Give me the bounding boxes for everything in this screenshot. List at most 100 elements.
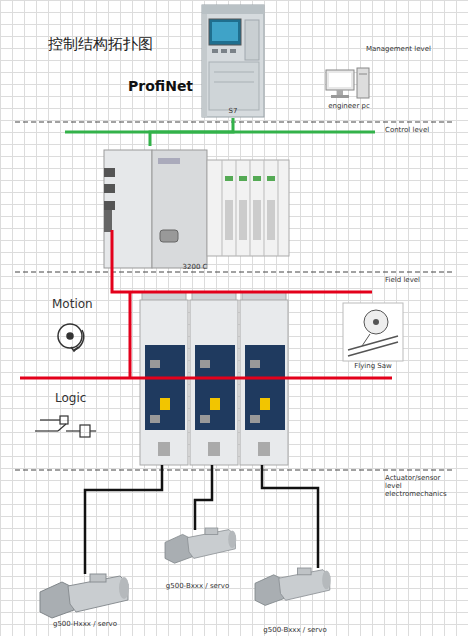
gearmotor-part — [90, 574, 106, 582]
pc-icon-part — [329, 73, 351, 87]
motor-node: g500-Hxxx / servo — [30, 560, 140, 631]
motion-symbol-part — [71, 347, 78, 351]
flying-saw-icon-part — [348, 342, 398, 356]
controller-device-part — [152, 150, 207, 268]
level-name: Management level — [366, 45, 431, 53]
controller-device-part — [104, 184, 115, 193]
controller-device-part — [160, 230, 178, 242]
level-name: Control level — [385, 126, 429, 134]
plc-device-part — [214, 72, 254, 73]
node-label: g500-Bxxx / servo — [263, 627, 326, 635]
plc-device-part — [209, 62, 259, 110]
gearmotor-part — [322, 571, 331, 590]
plc-device-part — [214, 82, 254, 83]
drive-unit-part — [245, 345, 285, 430]
controller-device-part — [104, 210, 112, 232]
plc-device-part — [202, 5, 264, 14]
logic-symbol-part — [35, 430, 58, 431]
fieldbus-line-part — [129, 292, 132, 378]
drive-unit-part — [195, 345, 235, 430]
flying-saw-icon-part — [364, 310, 388, 334]
level-divider-part — [15, 470, 455, 471]
plc-device — [202, 5, 264, 117]
fieldbus-line-part — [112, 230, 372, 292]
motion-symbol-part — [58, 324, 82, 348]
function-name: Logic — [55, 392, 86, 406]
flying-saw-icon-part — [362, 334, 370, 346]
node-label: engineer pc — [328, 103, 370, 111]
logic-symbol-part — [90, 430, 96, 431]
controller-device-part — [236, 160, 237, 256]
controller-device-part — [253, 176, 261, 181]
pc-node: engineer pc — [318, 65, 380, 112]
motion-symbol-part — [67, 333, 73, 339]
logic-symbol-part — [66, 430, 80, 431]
controller-device-part — [267, 200, 275, 240]
node-label: S7 — [229, 108, 238, 116]
node-label: Flying Saw — [354, 363, 392, 371]
function-name: Motion — [52, 298, 93, 312]
controller-device-part — [225, 200, 233, 240]
logic-symbol-part — [40, 419, 60, 420]
node-label: g500-Bxxx / servo — [166, 583, 229, 591]
drive-unit-part — [208, 442, 220, 456]
controller-device-part — [158, 158, 180, 164]
controller-device-part — [239, 200, 247, 240]
gearmotor — [40, 574, 129, 618]
flying-saw-icon-part — [348, 336, 398, 350]
plc-node: S7 — [200, 5, 266, 118]
level-name: Field level — [385, 276, 420, 284]
motor-cable-part — [262, 465, 318, 568]
diagram-title: 控制结构拓扑图 — [48, 36, 153, 53]
gearmotor — [165, 528, 236, 563]
drive-unit-part — [240, 300, 288, 465]
pc-icon — [326, 68, 369, 98]
gearmotor-part — [298, 568, 312, 575]
controller-device-part — [104, 168, 115, 177]
drive-unit-part — [158, 442, 170, 456]
flying-saw-icon-part — [373, 319, 379, 325]
controller-device-part — [250, 160, 251, 256]
plc-device-part — [230, 49, 236, 53]
level-name: Actuator/sensor level electromechanics — [385, 474, 457, 498]
level-divider — [15, 122, 455, 470]
drive-unit-part — [250, 415, 260, 423]
logic-symbol-part — [60, 416, 68, 424]
plc-device-part — [209, 19, 241, 45]
flying-saw-icon-part — [343, 303, 403, 361]
drive-unit-part — [150, 360, 160, 368]
drive-unit-part — [260, 398, 270, 410]
drive-unit-part — [190, 300, 238, 465]
drive-unit-part — [140, 300, 188, 465]
plc-device-part — [221, 49, 227, 53]
motion-symbol — [58, 324, 84, 351]
fieldbus-line-part — [20, 377, 392, 380]
logic-symbol — [35, 416, 96, 437]
pc-icon-part — [331, 95, 349, 98]
logic-symbol-part — [80, 425, 90, 437]
motor-cable-part — [85, 465, 162, 574]
profinet-bus-part — [65, 131, 375, 134]
pc-icon-part — [359, 74, 367, 75]
drive-unit-part — [200, 415, 210, 423]
drive-unit-part — [200, 360, 210, 368]
pc-icon-part — [337, 90, 343, 95]
plc-device-part — [212, 22, 238, 41]
controller-node: 3200 C — [100, 146, 290, 274]
flying-saw-icon — [343, 303, 403, 361]
controller-device-part — [264, 160, 265, 256]
drive-unit-part — [210, 398, 220, 410]
motion-symbol-part — [74, 330, 84, 350]
motor-cable-part — [195, 465, 212, 530]
pc-icon-part — [357, 68, 369, 98]
pc-icon-part — [326, 70, 354, 90]
logic-symbol-part — [58, 424, 66, 431]
motor-node: g500-Bxxx / servo — [245, 560, 345, 636]
node-label: g500-Hxxx / servo — [53, 621, 117, 629]
drive-unit-part — [150, 415, 160, 423]
controller-device-part — [278, 160, 279, 256]
drive-unit-part — [160, 398, 170, 410]
controller-device-part — [225, 176, 233, 181]
